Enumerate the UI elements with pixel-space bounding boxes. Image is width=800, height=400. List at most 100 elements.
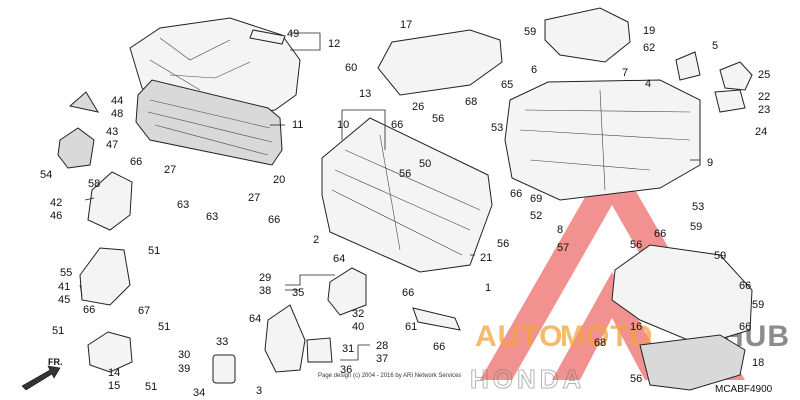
callout-66j: 66	[433, 341, 445, 353]
callout-17: 17	[400, 19, 412, 31]
watermark-maker: HONDA	[470, 364, 585, 394]
callout-58: 58	[88, 178, 100, 190]
callout-16: 16	[630, 321, 642, 333]
callout-57: 57	[557, 242, 569, 254]
callout-13: 13	[359, 88, 371, 100]
front-arrow-icon	[21, 365, 61, 391]
callout-67: 67	[138, 305, 150, 317]
callout-69: 69	[530, 193, 542, 205]
front-label: FR.	[48, 357, 63, 367]
callout-21: 21	[480, 252, 492, 264]
part-lid-liner	[135, 79, 283, 166]
callout-64b: 64	[249, 313, 261, 325]
callout-8: 8	[557, 224, 563, 236]
callout-32: 32	[352, 308, 364, 320]
part-bracket-41	[79, 247, 131, 306]
callout-14: 14	[108, 367, 120, 379]
part-key-25	[719, 61, 753, 91]
part-cover	[377, 29, 503, 96]
part-emblem-49	[249, 29, 286, 45]
callout-66g: 66	[654, 228, 666, 240]
callout-66a: 66	[130, 156, 142, 168]
callout-52: 52	[530, 210, 542, 222]
callout-22: 22	[758, 91, 770, 103]
front-direction-indicator: FR.	[21, 357, 63, 391]
callout-3: 3	[256, 385, 262, 397]
part-inner-box	[321, 117, 493, 273]
callout-26: 26	[412, 101, 424, 113]
callout-9: 9	[707, 157, 713, 169]
callout-64a: 64	[333, 253, 345, 265]
callout-45: 45	[58, 294, 70, 306]
part-lower-garnish	[611, 244, 753, 346]
part-cover-35	[327, 267, 367, 316]
callout-15: 15	[108, 380, 120, 392]
callout-48: 48	[111, 108, 123, 120]
part-reflector-44	[68, 91, 100, 113]
callout-24: 24	[755, 126, 767, 138]
watermark-brand-moto: MOTO	[560, 320, 653, 353]
callout-60: 60	[345, 62, 357, 74]
callout-6: 6	[531, 64, 537, 76]
callout-51c: 51	[158, 321, 170, 333]
callout-38: 38	[259, 285, 271, 297]
callout-31: 31	[342, 343, 354, 355]
copyright-text: Page design (c) 2004 - 2016 by ARI Netwo…	[318, 373, 461, 379]
callout-7: 7	[622, 67, 628, 79]
callout-11: 11	[292, 119, 303, 131]
diagram-code: MCABF4900	[715, 384, 773, 395]
callout-30: 30	[178, 349, 190, 361]
callout-56d: 56	[630, 373, 642, 385]
part-panel-31	[264, 304, 306, 373]
leader-lines	[79, 32, 700, 361]
callout-56c: 56	[497, 238, 509, 250]
callout-66e: 66	[402, 287, 414, 299]
callout-40: 40	[352, 321, 364, 333]
callout-5: 5	[712, 40, 718, 52]
callout-33: 33	[216, 336, 228, 348]
callout-66b: 66	[391, 119, 403, 131]
callout-49: 49	[287, 28, 299, 40]
callout-41: 41	[58, 281, 70, 293]
callout-61: 61	[405, 321, 417, 333]
callout-66f: 66	[83, 304, 95, 316]
callout-56e: 56	[630, 239, 642, 251]
callout-56a: 56	[432, 113, 444, 125]
callout-10: 10	[337, 119, 349, 131]
callout-66i: 66	[739, 321, 751, 333]
callout-51a: 51	[148, 245, 160, 257]
callout-66c: 66	[510, 188, 522, 200]
callout-46: 46	[50, 210, 62, 222]
callout-1: 1	[485, 282, 491, 294]
callout-51d: 51	[145, 381, 157, 393]
callout-29: 29	[259, 272, 271, 284]
callout-65: 65	[501, 79, 513, 91]
callout-27a: 27	[164, 164, 176, 176]
callout-63a: 63	[177, 199, 189, 211]
watermark-brand-auto: AUTO	[475, 320, 563, 353]
callout-37: 37	[376, 353, 388, 365]
callout-25: 25	[758, 69, 770, 81]
parts	[57, 7, 753, 391]
callout-12: 12	[328, 38, 340, 50]
part-case-top	[544, 7, 631, 63]
part-trim	[639, 334, 746, 391]
callout-4: 4	[645, 78, 651, 90]
callout-43: 43	[106, 126, 118, 138]
callout-51b: 51	[52, 325, 64, 337]
callout-20: 20	[273, 174, 285, 186]
part-strip-61	[412, 307, 461, 331]
callout-59b: 59	[714, 250, 726, 262]
part-bracket-43	[57, 127, 95, 169]
part-switch-30	[212, 354, 236, 384]
callouts: 1 2 3 4 5 6 7 8 9 10 11 12 13 14 15 16 1…	[40, 19, 770, 399]
callout-54: 54	[40, 169, 52, 181]
callout-39: 39	[178, 363, 190, 375]
callout-53a: 53	[491, 122, 503, 134]
callout-59d: 59	[690, 221, 702, 233]
part-clip-31	[306, 337, 333, 363]
part-lock-4	[675, 51, 701, 81]
callout-44: 44	[111, 95, 123, 107]
callout-36: 36	[340, 364, 352, 376]
